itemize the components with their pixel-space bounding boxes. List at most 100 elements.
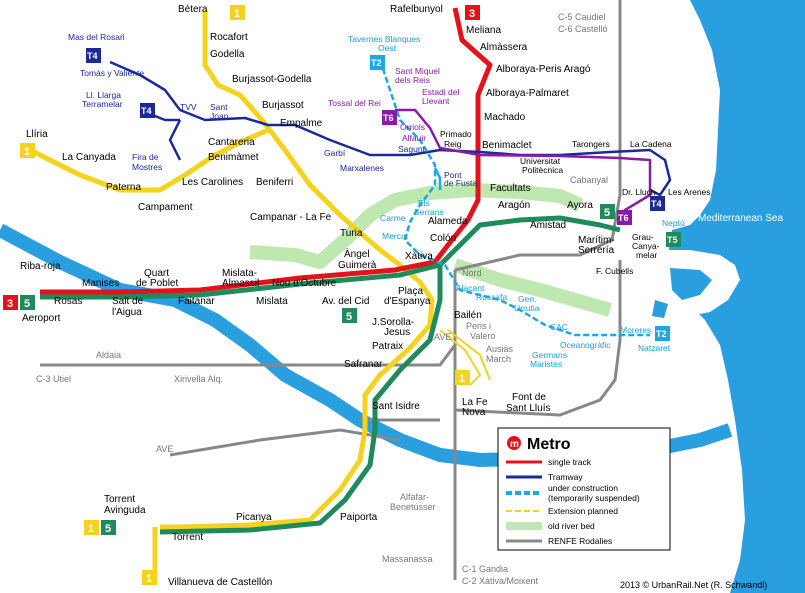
- station-nord: Nord: [462, 268, 482, 278]
- station-ave-2: AVE: [434, 332, 451, 342]
- station-torrent-av-2: Avinguda: [104, 505, 146, 516]
- station-av-cid: Av. del Cid: [322, 296, 369, 307]
- station-paiporta: Paiporta: [340, 512, 378, 523]
- station-ausias: Ausiàs: [486, 344, 514, 354]
- station-tvv: TVV: [180, 102, 197, 112]
- station-germans: Germans: [532, 350, 567, 360]
- line-badges: 1 1 1 1 1 3 3 5 5 5 5 T4 T4 T4 T2 T2 T6 …: [3, 5, 681, 585]
- station-la-cadena: La Cadena: [630, 139, 672, 149]
- station-alfafar-2: Benetússer: [390, 502, 436, 512]
- station-faitanar: Faitanar: [178, 296, 215, 307]
- badge-1-liria-text: 1: [24, 146, 30, 158]
- station-gen-urrutia-2: Urrutia: [514, 303, 540, 313]
- station-germans-2: Maristes: [530, 359, 562, 369]
- station-riba-roja: Riba-roja: [20, 261, 61, 272]
- line-3: [40, 7, 493, 295]
- sea-label: Mediterranean Sea: [698, 213, 783, 224]
- station-quart: Quart: [144, 268, 169, 279]
- station-grau-2: Canya-: [632, 241, 660, 251]
- badge-5-avcid-text: 5: [346, 311, 352, 323]
- legend-item-tram: Tramway: [548, 472, 583, 482]
- station-font: Font de: [512, 392, 546, 403]
- station-mislata-alm-2: Almassil: [222, 278, 259, 289]
- station-machado: Machado: [484, 112, 526, 123]
- station-alfauir: Alfauir: [402, 133, 426, 143]
- badge-t2-tavernes-text: T2: [371, 58, 382, 68]
- station-la-canyada: La Canyada: [62, 152, 116, 163]
- station-ayora: Ayora: [567, 200, 593, 211]
- station-marxalenes: Marxalenes: [340, 163, 384, 173]
- station-sorolla-2: Jesus: [384, 327, 410, 338]
- station-godella: Godella: [210, 49, 245, 60]
- station-carme: Carme: [380, 213, 406, 223]
- port-pier-2: [652, 300, 668, 318]
- station-aldaia: Aldaia: [96, 350, 121, 360]
- badge-1-liria: [20, 143, 35, 158]
- station-sant-miquel-2: dels Reis: [395, 75, 430, 85]
- station-univ: Universitat: [520, 156, 561, 166]
- station-primado: Primado: [440, 129, 472, 139]
- station-empalme: Empalme: [280, 118, 323, 129]
- station-f-cubells: F. Cubells: [596, 266, 633, 276]
- sea-area: [668, 0, 805, 593]
- badge-t2-nazaret: [655, 326, 670, 341]
- badge-t5-neptu: [666, 232, 681, 247]
- station-grau: Grau-: [632, 232, 654, 242]
- legend-item-bed: old river bed: [548, 521, 595, 531]
- station-xativa: Xàtiva: [405, 251, 433, 262]
- station-betera: Bétera: [178, 4, 208, 15]
- station-arago: Aragón: [498, 200, 530, 211]
- line-2: [378, 59, 650, 337]
- station-gen-urrutia: Gen.: [518, 294, 536, 304]
- station-cantareria: Cantareria: [208, 137, 255, 148]
- station-cac: CAC: [550, 322, 568, 332]
- station-nazaret: Natzaret: [638, 343, 671, 353]
- station-font-2: Sant Lluís: [506, 403, 550, 414]
- river-label: Túria: [400, 459, 423, 470]
- station-mislata-alm: Mislata-: [222, 268, 257, 279]
- badge-t5-neptu-text: T5: [667, 235, 678, 245]
- old-river-bed: [249, 183, 583, 269]
- badge-t4-dr: [650, 196, 665, 211]
- metro-logo-icon: [507, 436, 521, 450]
- station-benimaclet: Benimaclet: [482, 140, 532, 151]
- station-peris: Peris i: [466, 321, 491, 331]
- station-placa: Plaça: [398, 286, 423, 297]
- badge-3-rafel-text: 3: [469, 8, 475, 20]
- badge-1-betera-text: 1: [234, 8, 240, 20]
- station-manises: Manises: [82, 278, 119, 289]
- station-tomas-valiente: Tomás y Valiente: [80, 68, 144, 78]
- station-alboraya-palmaret: Alboraya-Palmaret: [486, 88, 569, 99]
- station-els-serrans-2: Serrans: [414, 207, 444, 217]
- badge-3-rafel: [465, 5, 480, 20]
- station-grau-3: melar: [636, 250, 657, 260]
- legend-item-ext: Extension planned: [548, 506, 618, 516]
- station-burjassot: Burjassot: [262, 100, 304, 111]
- port-pier: [670, 268, 712, 300]
- station-turia: Turia: [340, 228, 363, 239]
- station-beniferri: Beniferri: [256, 177, 293, 188]
- station-mas-rosari: Mas del Rosari: [68, 32, 125, 42]
- badge-5-torrent: [101, 520, 116, 535]
- station-fira-2: Mostres: [132, 162, 162, 172]
- legend-item-rail: RENFE Rodalies: [548, 536, 612, 546]
- badge-t6-tossal-text: T6: [383, 113, 394, 123]
- badge-1-betera: [230, 5, 245, 20]
- station-xirivella: Xirivella Alq.: [174, 374, 223, 384]
- station-sant-joan-2: Joan: [210, 111, 229, 121]
- badge-t2-nazaret-text: T2: [656, 329, 667, 339]
- station-estadi: Estadi del: [422, 87, 459, 97]
- badge-5-torrent-text: 5: [105, 523, 111, 535]
- station-primado-2: Reig: [444, 139, 462, 149]
- station-cabanyal: Cabanyal: [570, 175, 608, 185]
- badge-3-aero: [3, 295, 18, 310]
- station-la-fe-nova: La Fe: [462, 397, 488, 408]
- station-sant-joan: Sant: [210, 102, 228, 112]
- station-quart-2: de Poblet: [136, 278, 178, 289]
- station-torrent-av: Torrent: [104, 494, 135, 505]
- station-rocafort: Rocafort: [210, 32, 248, 43]
- station-lliria: Llíria: [26, 129, 48, 140]
- badge-5-aero: [20, 295, 35, 310]
- old-river-bed-2: [452, 258, 612, 317]
